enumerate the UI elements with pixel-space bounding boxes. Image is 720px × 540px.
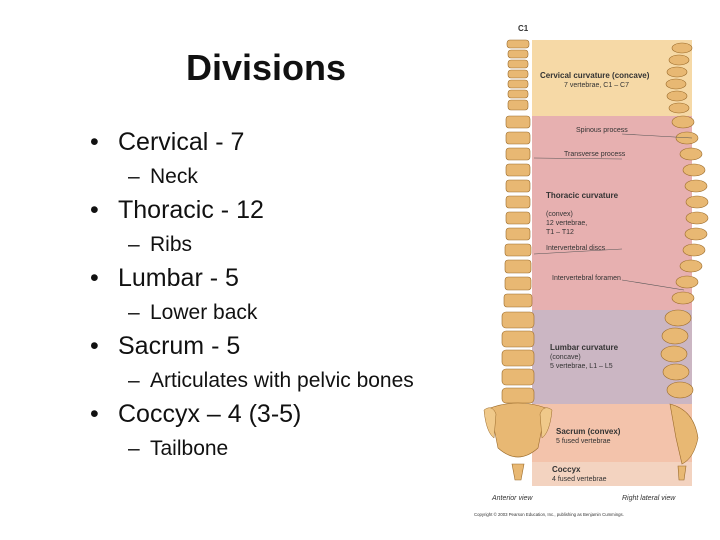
bullet-text: Coccyx – 4 (3-5) bbox=[118, 400, 302, 428]
discs-label: Intervertebral discs bbox=[546, 245, 606, 252]
lateral-spine bbox=[660, 42, 709, 481]
bullet-sacrum: • Sacrum - 5 bbox=[90, 332, 470, 366]
sacrum-sub: 5 fused vertebrae bbox=[556, 438, 611, 445]
coccyx-title: Coccyx bbox=[552, 465, 581, 474]
spinous-label: Spinous process bbox=[576, 127, 628, 134]
sub-bullet-ribs: –Ribs bbox=[90, 230, 470, 264]
bullet-text: Sacrum - 5 bbox=[118, 332, 241, 360]
sub-bullet-neck: –Neck bbox=[90, 162, 470, 196]
sacrum-region bbox=[532, 404, 692, 462]
cervical-title: Cervical curvature (concave) bbox=[540, 71, 650, 80]
coccyx-region bbox=[532, 462, 692, 486]
dash: – bbox=[128, 165, 140, 188]
bullet-thoracic: • Thoracic - 12 bbox=[90, 196, 470, 230]
bullet-cervical: • Cervical - 7 bbox=[90, 128, 470, 162]
anterior-view-label: Anterior view bbox=[491, 495, 533, 502]
sub-bullet-text: Lower back bbox=[150, 301, 258, 324]
bullet-dot: • bbox=[90, 264, 99, 292]
thoracic-sub1: (convex) bbox=[546, 211, 573, 218]
thoracic-sub2: 12 vertebrae, bbox=[546, 220, 587, 227]
sub-bullet-text: Ribs bbox=[150, 233, 193, 256]
bullet-text: Cervical - 7 bbox=[118, 128, 245, 156]
lumbar-title: Lumbar curvature bbox=[550, 343, 619, 352]
lumbar-sub2: 5 vertebrae, L1 – L5 bbox=[550, 363, 613, 370]
dash: – bbox=[128, 437, 140, 460]
lateral-view-label: Right lateral view bbox=[622, 495, 676, 502]
copyright: Copyright © 2003 Pearson Education, Inc.… bbox=[474, 512, 624, 517]
sub-bullet-lower-back: –Lower back bbox=[90, 298, 470, 332]
dash: – bbox=[128, 369, 140, 392]
sub-bullet-text: Neck bbox=[150, 165, 198, 188]
coccyx-sub: 4 fused vertebrae bbox=[552, 476, 607, 483]
bullet-dot: • bbox=[90, 196, 99, 224]
thoracic-title: Thoracic curvature bbox=[546, 191, 619, 200]
sub-bullet-text: Tailbone bbox=[150, 437, 229, 460]
sacrum-title: Sacrum (convex) bbox=[556, 427, 621, 436]
dash: – bbox=[128, 301, 140, 324]
dash: – bbox=[128, 233, 140, 256]
thoracic-sub3: T1 – T12 bbox=[546, 229, 574, 236]
bullet-coccyx: • Coccyx – 4 (3-5) bbox=[90, 400, 470, 434]
slide-title: Divisions bbox=[186, 47, 347, 88]
transverse-label: Transverse process bbox=[564, 151, 626, 158]
sub-bullet-pelvic: –Articulates with pelvic bones bbox=[90, 366, 470, 400]
bullet-text: Lumbar - 5 bbox=[118, 264, 239, 292]
cervical-region bbox=[532, 40, 692, 116]
bullet-dot: • bbox=[90, 128, 99, 156]
top-label: C1 bbox=[518, 24, 529, 33]
foramen-label: Intervertebral foramen bbox=[552, 275, 621, 282]
cervical-sub: 7 vertebrae, C1 – C7 bbox=[564, 82, 629, 89]
bullet-list: •Cervical - 7 –Neck •Thoracic - 12 –Ribs… bbox=[90, 128, 470, 468]
thoracic-region bbox=[532, 116, 692, 310]
bullet-text: Thoracic - 12 bbox=[118, 196, 264, 224]
bullet-lumbar: • Lumbar - 5 bbox=[90, 264, 470, 298]
sub-bullet-tailbone: –Tailbone bbox=[90, 434, 470, 468]
lumbar-sub1: (concave) bbox=[550, 354, 581, 361]
anterior-spine bbox=[489, 39, 547, 481]
sub-bullet-text: Articulates with pelvic bones bbox=[150, 369, 414, 392]
bullet-dot: • bbox=[90, 332, 99, 360]
bullet-dot: • bbox=[90, 400, 99, 428]
spine-figure: C1 Cervical curvature (concave) 7 verteb… bbox=[474, 24, 709, 517]
